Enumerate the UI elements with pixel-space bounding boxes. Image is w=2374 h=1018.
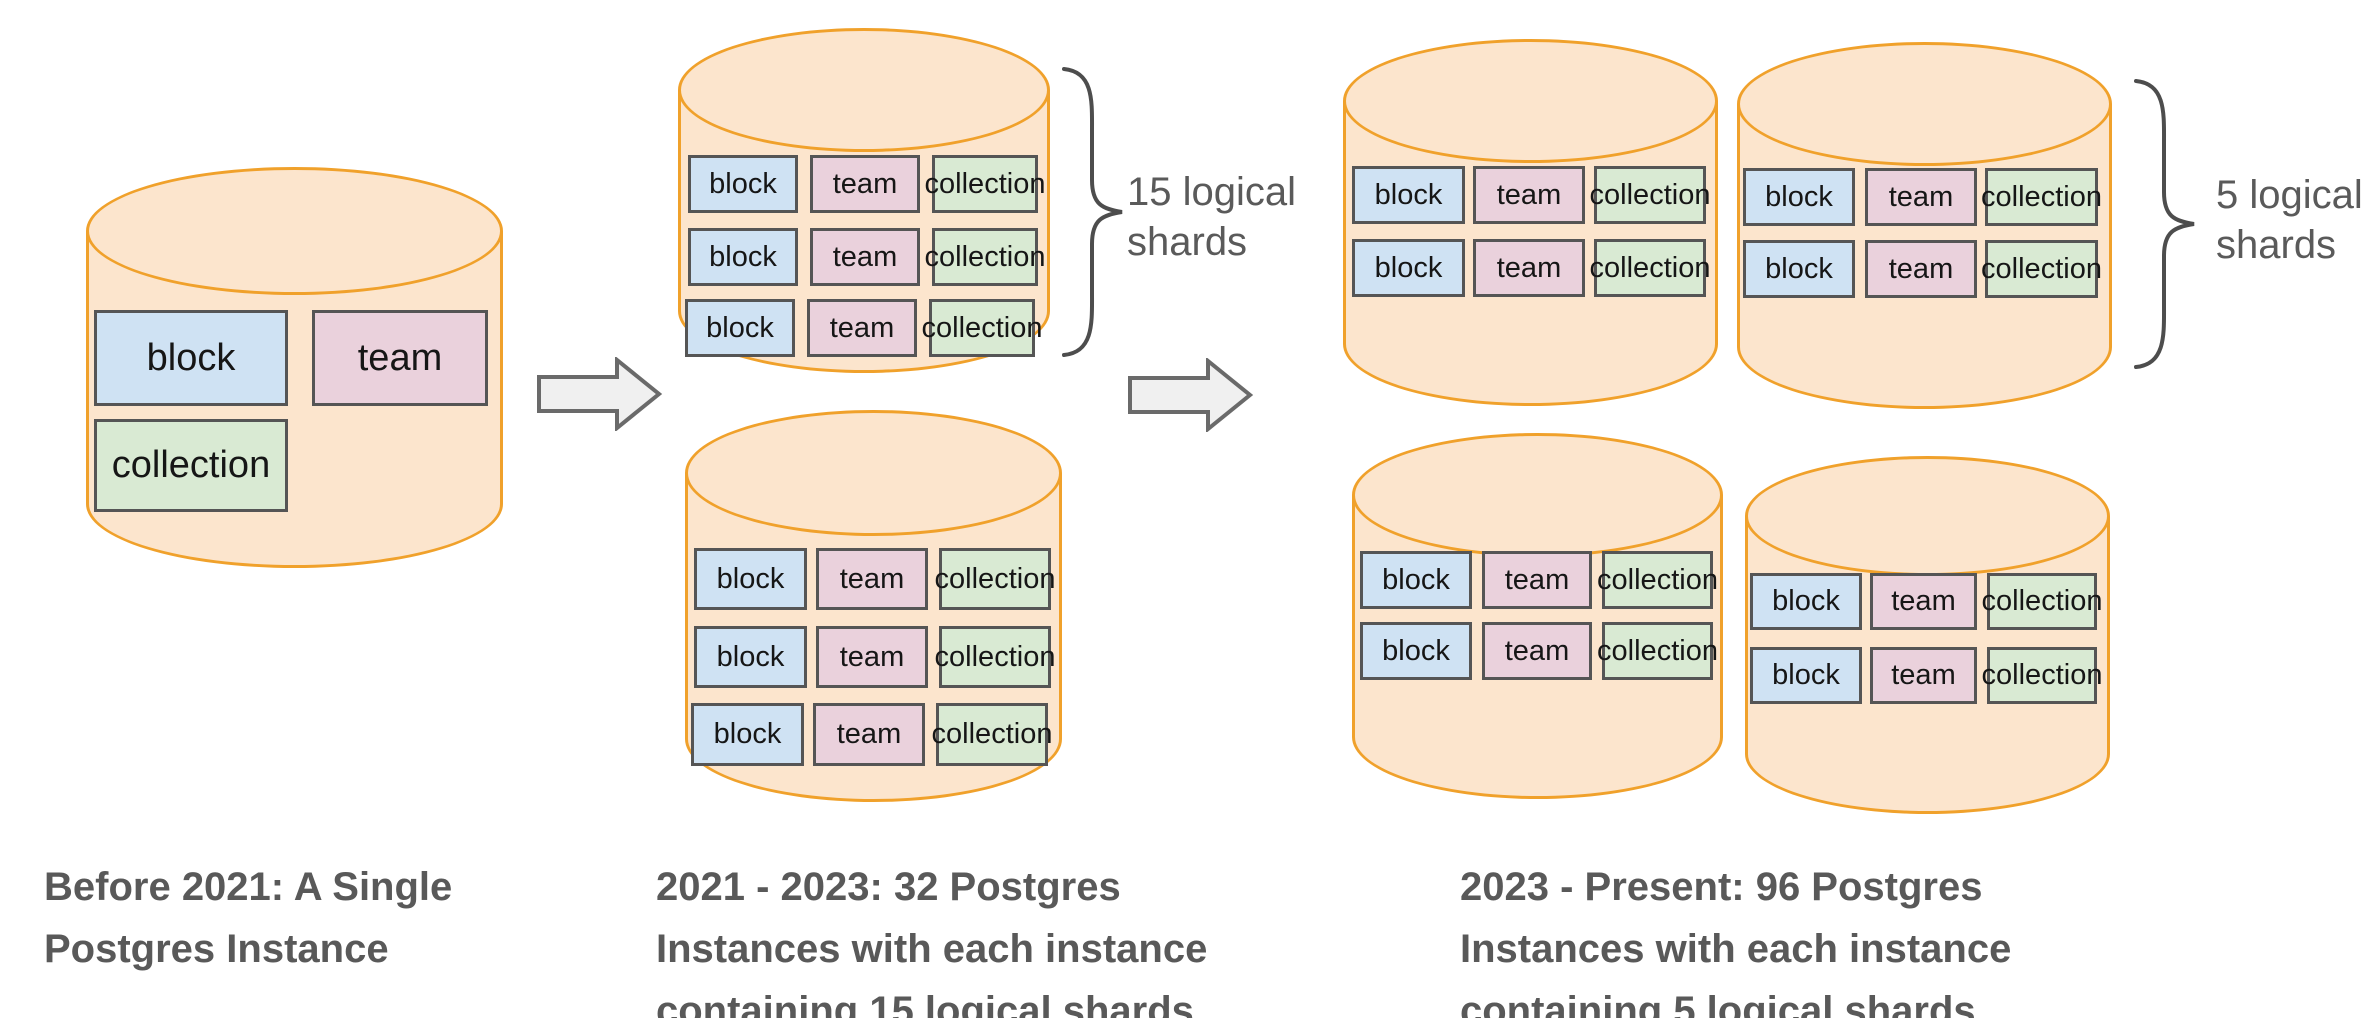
table-box-collection: collection	[94, 419, 288, 512]
annotation-line: 15 logical	[1127, 170, 1297, 214]
table-box-collection: collection	[925, 228, 1045, 286]
cylinder-top-ellipse	[1343, 39, 1718, 163]
annotation-5-logical-shards: 5 logical shards	[2216, 170, 2363, 270]
table-box-block: block	[688, 228, 798, 286]
caption-line: 2021 - 2023: 32 Postgres	[656, 865, 1121, 909]
table-box-collection: collection	[932, 703, 1052, 766]
table-box-team: team	[816, 548, 928, 610]
table-box-team: team	[312, 310, 488, 406]
caption-2023-present: 2023 - Present: 96 Postgres Instances wi…	[1460, 856, 2011, 1018]
annotation-line: 5 logical	[2216, 173, 2363, 217]
table-box-team: team	[1482, 551, 1592, 609]
caption-line: Instances with each instance	[656, 927, 1208, 971]
table-box-collection: collection	[1597, 551, 1718, 609]
table-box-team: team	[810, 155, 920, 213]
block-arrow-right-icon	[537, 357, 663, 431]
table-box-block: block	[1360, 551, 1472, 609]
block-arrow-right-icon	[1128, 358, 1254, 432]
cylinder-instance-5-shards-bottom-left: block team collection block team collect…	[1352, 433, 1723, 799]
table-box-block: block	[694, 548, 807, 610]
cylinder-instance-15-shards-top: block team collection block team collect…	[678, 28, 1050, 373]
annotation-line: shards	[2216, 223, 2337, 267]
table-box-team: team	[816, 626, 928, 688]
table-box-collection: collection	[1590, 166, 1710, 224]
table-box-team: team	[807, 299, 917, 357]
table-box-block: block	[694, 626, 807, 688]
table-box-team: team	[1865, 240, 1977, 298]
table-box-block: block	[1743, 240, 1855, 298]
caption-line: containing 15 logical shards	[656, 989, 1194, 1018]
caption-line: Before 2021: A Single	[44, 865, 453, 909]
table-box-block: block	[1352, 166, 1465, 224]
table-box-block: block	[1360, 622, 1472, 680]
table-box-collection: collection	[1590, 239, 1710, 297]
table-box-collection: collection	[925, 155, 1045, 213]
cylinder-top-ellipse	[86, 167, 503, 295]
cylinder-instance-15-shards-bottom: block team collection block team collect…	[685, 410, 1062, 802]
table-box-team: team	[1482, 622, 1592, 680]
table-box-collection: collection	[1981, 168, 2102, 226]
table-box-collection: collection	[1982, 647, 2102, 704]
table-box-block: block	[685, 299, 795, 357]
table-box-block: block	[1352, 239, 1465, 297]
cylinder-top-ellipse	[678, 28, 1050, 152]
curly-brace-icon	[2134, 79, 2195, 369]
table-box-collection: collection	[1982, 573, 2102, 630]
cylinder-top-ellipse	[1352, 433, 1723, 557]
cylinder-instance-5-shards-top-left: block team collection block team collect…	[1343, 39, 1718, 406]
cylinder-top-ellipse	[685, 410, 1062, 536]
cylinder-top-ellipse	[1745, 456, 2110, 576]
table-box-block: block	[1743, 168, 1855, 226]
caption-line: Postgres Instance	[44, 927, 389, 971]
cylinder-single-instance: block team collection	[86, 167, 503, 568]
cylinder-instance-5-shards-bottom-right: block team collection block team collect…	[1745, 456, 2110, 814]
table-box-block: block	[1750, 573, 1862, 630]
table-box-collection: collection	[922, 299, 1042, 357]
table-box-team: team	[1473, 239, 1585, 297]
table-box-collection: collection	[935, 548, 1055, 610]
annotation-line: shards	[1127, 220, 1248, 264]
table-box-block: block	[691, 703, 804, 766]
table-box-block: block	[1750, 647, 1862, 704]
cylinder-instance-5-shards-top-right: block team collection block team collect…	[1737, 42, 2112, 409]
table-box-collection: collection	[1981, 240, 2102, 298]
caption-before-2021: Before 2021: A Single Postgres Instance	[44, 856, 452, 980]
caption-line: Instances with each instance	[1460, 927, 2012, 971]
table-box-block: block	[688, 155, 798, 213]
table-box-team: team	[810, 228, 920, 286]
table-box-block: block	[94, 310, 288, 406]
caption-2021-2023: 2021 - 2023: 32 Postgres Instances with …	[656, 856, 1207, 1018]
annotation-15-logical-shards: 15 logical shards	[1127, 167, 1296, 267]
cylinder-top-ellipse	[1737, 42, 2112, 166]
table-box-collection: collection	[935, 626, 1055, 688]
caption-line: containing 5 logical shards	[1460, 989, 1976, 1018]
table-box-team: team	[1870, 647, 1977, 704]
table-box-team: team	[1870, 573, 1977, 630]
table-box-team: team	[1473, 166, 1585, 224]
table-box-team: team	[813, 703, 925, 766]
curly-brace-icon	[1062, 67, 1123, 357]
table-box-team: team	[1865, 168, 1977, 226]
table-box-collection: collection	[1597, 622, 1718, 680]
caption-line: 2023 - Present: 96 Postgres	[1460, 865, 1983, 909]
